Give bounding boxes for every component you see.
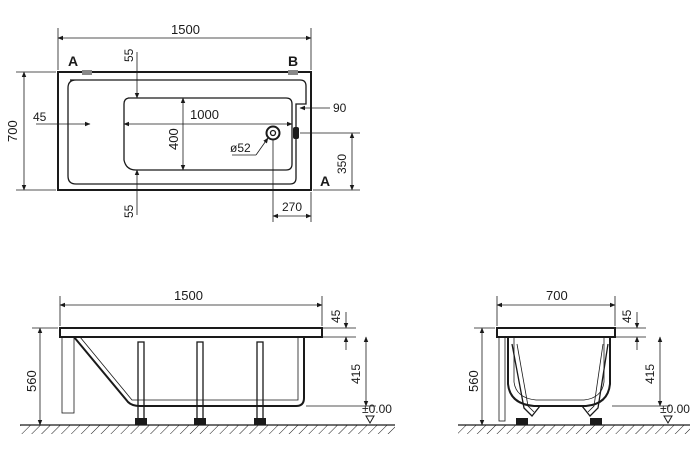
front-floor-level: ±0.00 [362, 402, 392, 416]
section-a-label: A [68, 53, 78, 69]
side-dim-rim-45: 45 [620, 309, 634, 323]
front-dim-height-560: 560 [24, 370, 39, 392]
drain-inner-circle [269, 129, 277, 137]
marker-a-plate [82, 70, 92, 75]
side-bowl [507, 337, 611, 407]
front-legs [135, 341, 266, 425]
section-b-label: B [288, 53, 298, 69]
front-elevation: 1500 560 45 415 ±0.00 [20, 288, 395, 434]
front-floor-marker-icon [365, 415, 375, 425]
side-frame [511, 343, 609, 417]
front-dim-rim-45: 45 [329, 309, 343, 323]
plan-inner-basin [123, 97, 293, 171]
side-rim [496, 327, 616, 338]
front-apron [61, 336, 75, 414]
front-floor-hatch [20, 425, 395, 434]
plan-view: A B A 1500 700 55 55 45 1000 400 ø52 [5, 22, 360, 222]
dim-width-1500: 1500 [171, 22, 200, 37]
dim-rim-top-55: 55 [122, 48, 136, 62]
side-floor-marker-icon [663, 415, 673, 425]
front-bowl [73, 336, 305, 407]
dim-drain-side-350: 350 [335, 154, 349, 174]
dim-rim-left-45: 45 [33, 110, 47, 124]
front-dim-length-1500: 1500 [174, 288, 203, 303]
plan-outer-rim [57, 71, 312, 191]
side-apron [498, 336, 506, 422]
side-dim-height-560: 560 [466, 370, 481, 392]
side-dim-depth-415: 415 [643, 364, 657, 384]
dim-inner-length-1000: 1000 [190, 107, 219, 122]
section-a-label-right: A [320, 173, 330, 189]
dim-inner-width-400: 400 [166, 128, 181, 150]
overflow-marker [293, 127, 299, 139]
plan-inner-bowl [67, 79, 307, 185]
side-elevation: 700 560 45 415 ±0.00 [458, 288, 690, 434]
dim-overflow-90: 90 [333, 101, 347, 115]
drain-outer-circle [265, 125, 281, 141]
dim-drain-end-270: 270 [282, 200, 302, 214]
dim-drain-diameter: ø52 [230, 141, 251, 155]
side-floor-hatch [458, 425, 690, 434]
front-rim [59, 327, 323, 338]
side-floor-level: ±0.00 [660, 402, 690, 416]
side-dim-width-700: 700 [546, 288, 568, 303]
front-dim-depth-415: 415 [349, 364, 363, 384]
dim-rim-bottom-55: 55 [122, 204, 136, 218]
marker-b-plate [288, 70, 298, 75]
dim-depth-700: 700 [5, 120, 20, 142]
